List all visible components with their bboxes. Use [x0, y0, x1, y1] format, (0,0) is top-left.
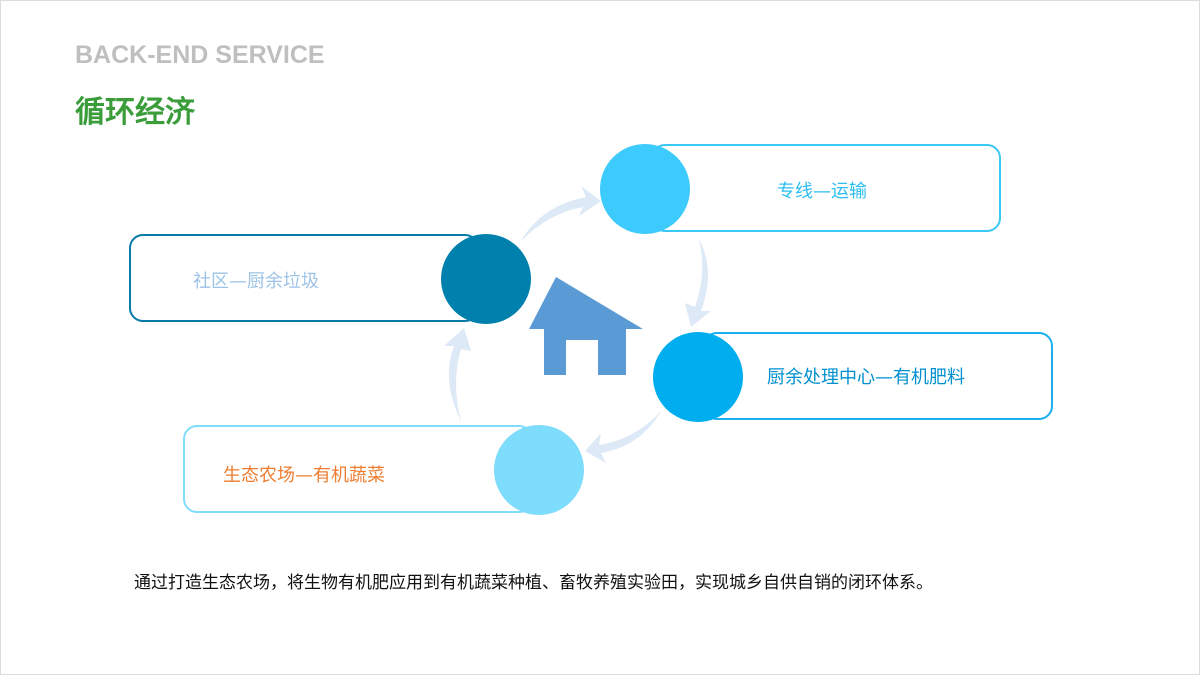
- step-farm-label: 生态农场—有机蔬菜: [223, 465, 385, 486]
- arrow-icon: [444, 328, 471, 421]
- step-farm-circle: [494, 425, 584, 515]
- step-processing-label: 厨余处理中心—有机肥料: [767, 367, 965, 388]
- slide-subtitle: BACK-END SERVICE: [75, 41, 325, 69]
- step-transport-circle: [600, 144, 690, 234]
- arrow-icon: [585, 411, 661, 463]
- arrow-icon: [521, 186, 601, 241]
- step-transport-label: 专线—运输: [777, 181, 867, 202]
- description-text: 通过打造生态农场，将生物有机肥应用到有机蔬菜种植、畜牧养殖实验田，实现城乡自供自…: [134, 573, 933, 593]
- step-farm-box: [183, 425, 533, 513]
- slide-title: 循环经济: [75, 95, 195, 130]
- step-community-circle: [441, 234, 531, 324]
- step-transport-box: [651, 144, 1001, 232]
- step-processing-box: [703, 332, 1053, 420]
- house-icon: [529, 277, 643, 375]
- step-community-label: 社区—厨余垃圾: [193, 271, 319, 292]
- arrow-icon: [685, 239, 711, 327]
- step-processing-circle: [653, 332, 743, 422]
